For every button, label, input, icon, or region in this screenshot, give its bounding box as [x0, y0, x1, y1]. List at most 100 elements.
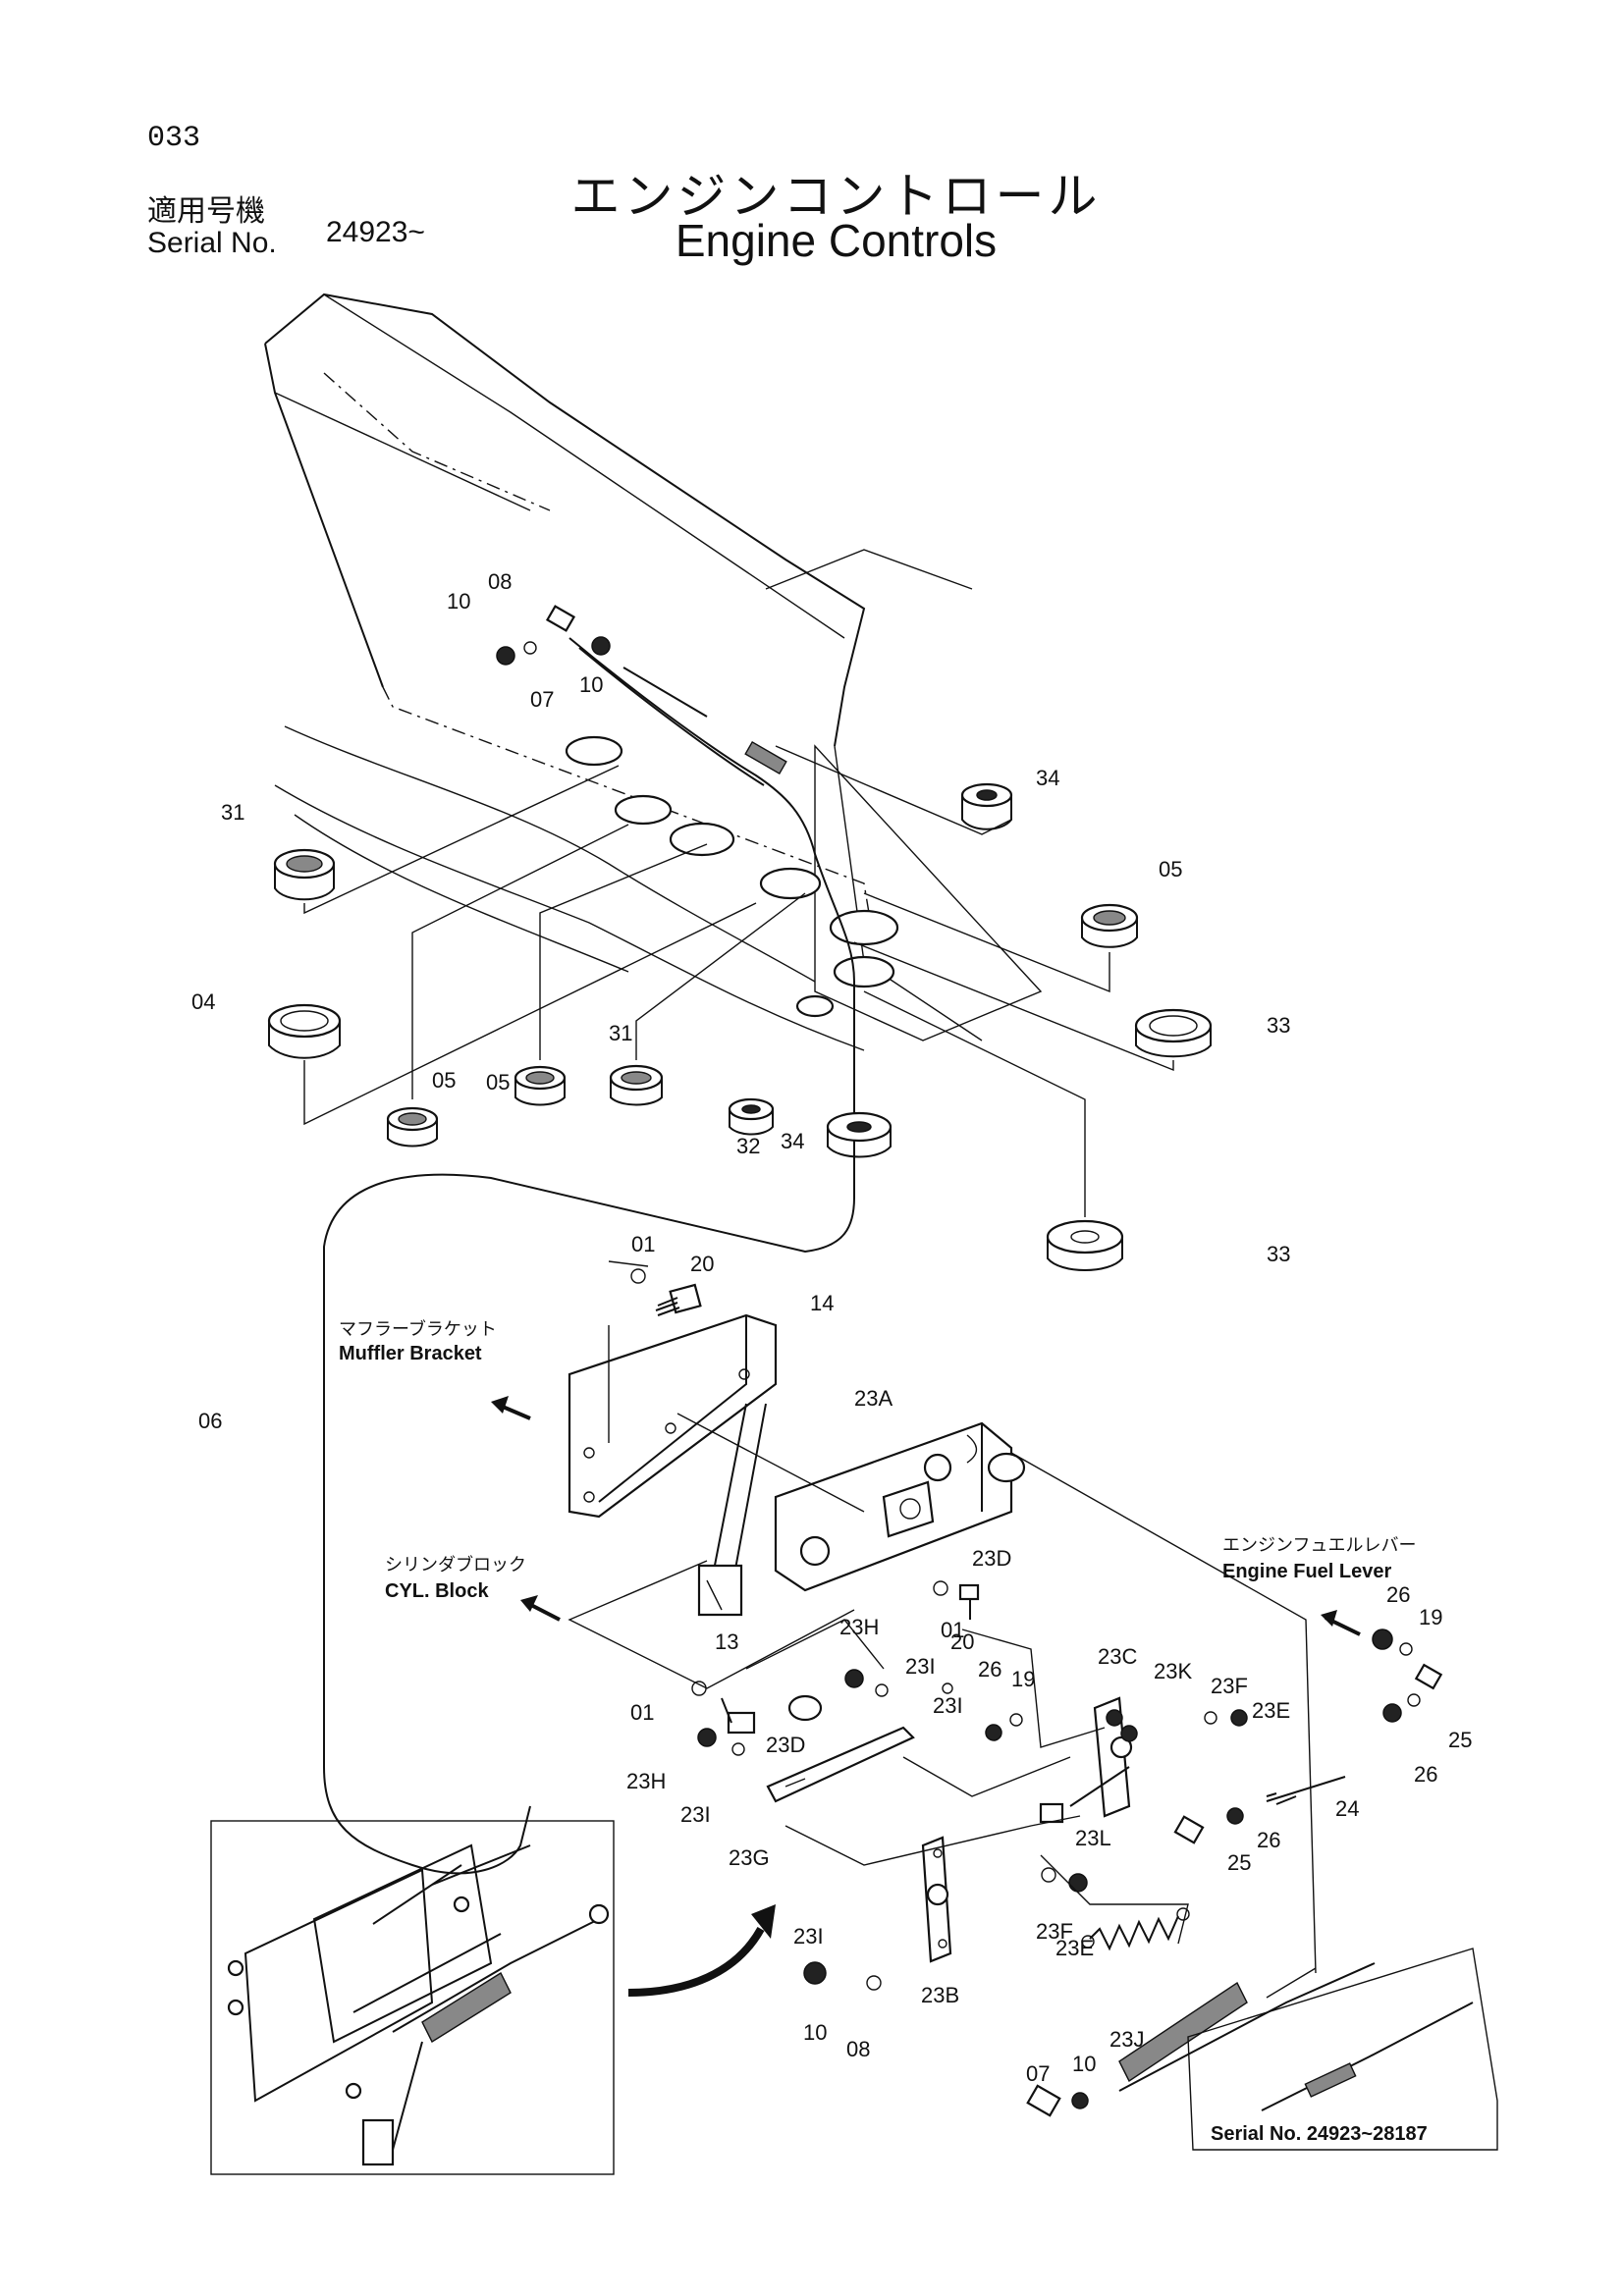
floor-hole [669, 822, 735, 857]
title-jp: エンジンコントロール [570, 168, 1102, 225]
callout: 14 [810, 1291, 834, 1315]
nut-10 [591, 636, 611, 656]
note-cyl-jp: シリンダブロック [385, 1554, 526, 1575]
assembly-leaders [568, 1413, 1317, 1974]
callout: 08 [846, 2037, 870, 2061]
callout: 31 [221, 800, 244, 825]
callout: 23A [854, 1386, 893, 1411]
page-code: 033 [147, 122, 201, 155]
grommet-34-top [960, 782, 1013, 830]
callout: 19 [1419, 1605, 1442, 1629]
callout: 32 [736, 1134, 760, 1158]
side-notes: マフラーブラケット Muffler Bracket シリンダブロック CYL. … [339, 1318, 1416, 1602]
grommet-05-b [514, 1065, 567, 1106]
note-cyl-en: CYL. Block [385, 1580, 489, 1602]
bottom-hardware [803, 1961, 1089, 2117]
bracket-23A [774, 1421, 1026, 1592]
spring-23J [1081, 1907, 1190, 1951]
grommet-33-upper [1134, 1008, 1213, 1058]
floor-hole [833, 955, 895, 988]
curved-arrow [627, 1904, 776, 1997]
rod-end-07 [545, 605, 576, 632]
callout: 25 [1448, 1728, 1472, 1752]
grommet-31 [273, 848, 336, 901]
callout: 01 [631, 1232, 655, 1256]
callout: 23E [1055, 1936, 1094, 1960]
control-cable-06 [323, 637, 855, 1875]
mid-hardware [691, 1580, 1023, 1756]
callout-numbers: 10 08 07 10 31 34 05 04 05 31 05 34 33 3… [191, 569, 1472, 2086]
grommets [267, 782, 1213, 1271]
title-en: Engine Controls [675, 215, 998, 266]
floor-hole [759, 867, 822, 900]
bolt-20 [630, 1268, 702, 1316]
inset-serial-range: Serial No. 24923~28187 [1211, 2123, 1428, 2145]
grommet-34-b [728, 1097, 775, 1136]
seat-frame [264, 293, 983, 1041]
callout: 05 [1159, 857, 1182, 881]
callout: 23I [793, 1924, 824, 1949]
callout: 23F [1211, 1674, 1248, 1698]
nut-10 [496, 646, 515, 666]
callout: 23H [626, 1769, 666, 1793]
callout: 23J [1109, 2027, 1144, 2052]
grommet-05-right [1080, 903, 1139, 948]
callout: 33 [1267, 1242, 1290, 1266]
callout: 10 [803, 2020, 827, 2045]
callout: 23L [1075, 1826, 1111, 1850]
callout: 23I [933, 1693, 963, 1718]
callout: 23F [1036, 1919, 1073, 1944]
callout: 04 [191, 989, 215, 1014]
callout: 31 [609, 1021, 632, 1045]
callout: 08 [488, 569, 512, 594]
serial-label: 適用号機 Serial No. [147, 196, 277, 259]
callout: 23C [1098, 1644, 1137, 1669]
callout: 13 [715, 1629, 738, 1654]
note-fuel-en: Engine Fuel Lever [1222, 1561, 1391, 1582]
callout: 24 [1335, 1796, 1359, 1821]
floor-hole [795, 994, 835, 1018]
callout: 01 [941, 1618, 964, 1642]
right-hardware [1041, 1629, 1443, 1893]
callout: 23B [921, 1983, 959, 2007]
callout: 34 [1036, 766, 1059, 790]
grommet-05-a [386, 1106, 439, 1148]
callout: 26 [978, 1657, 1001, 1682]
cable-fitting [744, 740, 787, 775]
callout: 23I [905, 1654, 936, 1679]
floor-hole [829, 909, 899, 946]
callout: 10 [447, 589, 470, 614]
callout: 33 [1267, 1013, 1290, 1038]
upper-rod-end [496, 605, 787, 775]
washer-08 [523, 641, 537, 655]
callout: 26 [1414, 1762, 1437, 1787]
callout: 06 [198, 1409, 222, 1433]
callout: 20 [690, 1252, 714, 1276]
floor-hole [565, 735, 623, 767]
callout: 23G [729, 1845, 770, 1870]
grommet-33-lower [1046, 1219, 1124, 1271]
callout: 07 [1026, 2061, 1050, 2086]
note-muffler-jp: マフラーブラケット [339, 1318, 497, 1340]
floor-plate [274, 725, 1043, 1051]
callout: 10 [1072, 2052, 1096, 2076]
muffler-bracket-14 [568, 1260, 778, 1617]
callout: 34 [781, 1129, 804, 1153]
serial-label-en: Serial No. [147, 227, 277, 259]
callout: 23E [1252, 1698, 1290, 1723]
lever-23B [921, 1836, 952, 1963]
callout: 23D [766, 1733, 805, 1757]
note-fuel-jp: エンジンフュエルレバー [1222, 1535, 1416, 1556]
callout: 25 [1227, 1850, 1251, 1875]
callout: 10 [579, 672, 603, 697]
fuel-cable [1118, 1962, 1376, 2092]
floor-hole [614, 794, 673, 826]
serial-value: 24923~ [326, 216, 425, 248]
serial-inset: Serial No. 24923~28187 [1187, 1948, 1498, 2151]
lever-23G [766, 1726, 915, 1803]
note-muffler-en: Muffler Bracket [339, 1343, 482, 1364]
callout: 23D [972, 1546, 1011, 1571]
grommet-04 [267, 1003, 342, 1059]
callout: 05 [486, 1070, 510, 1095]
